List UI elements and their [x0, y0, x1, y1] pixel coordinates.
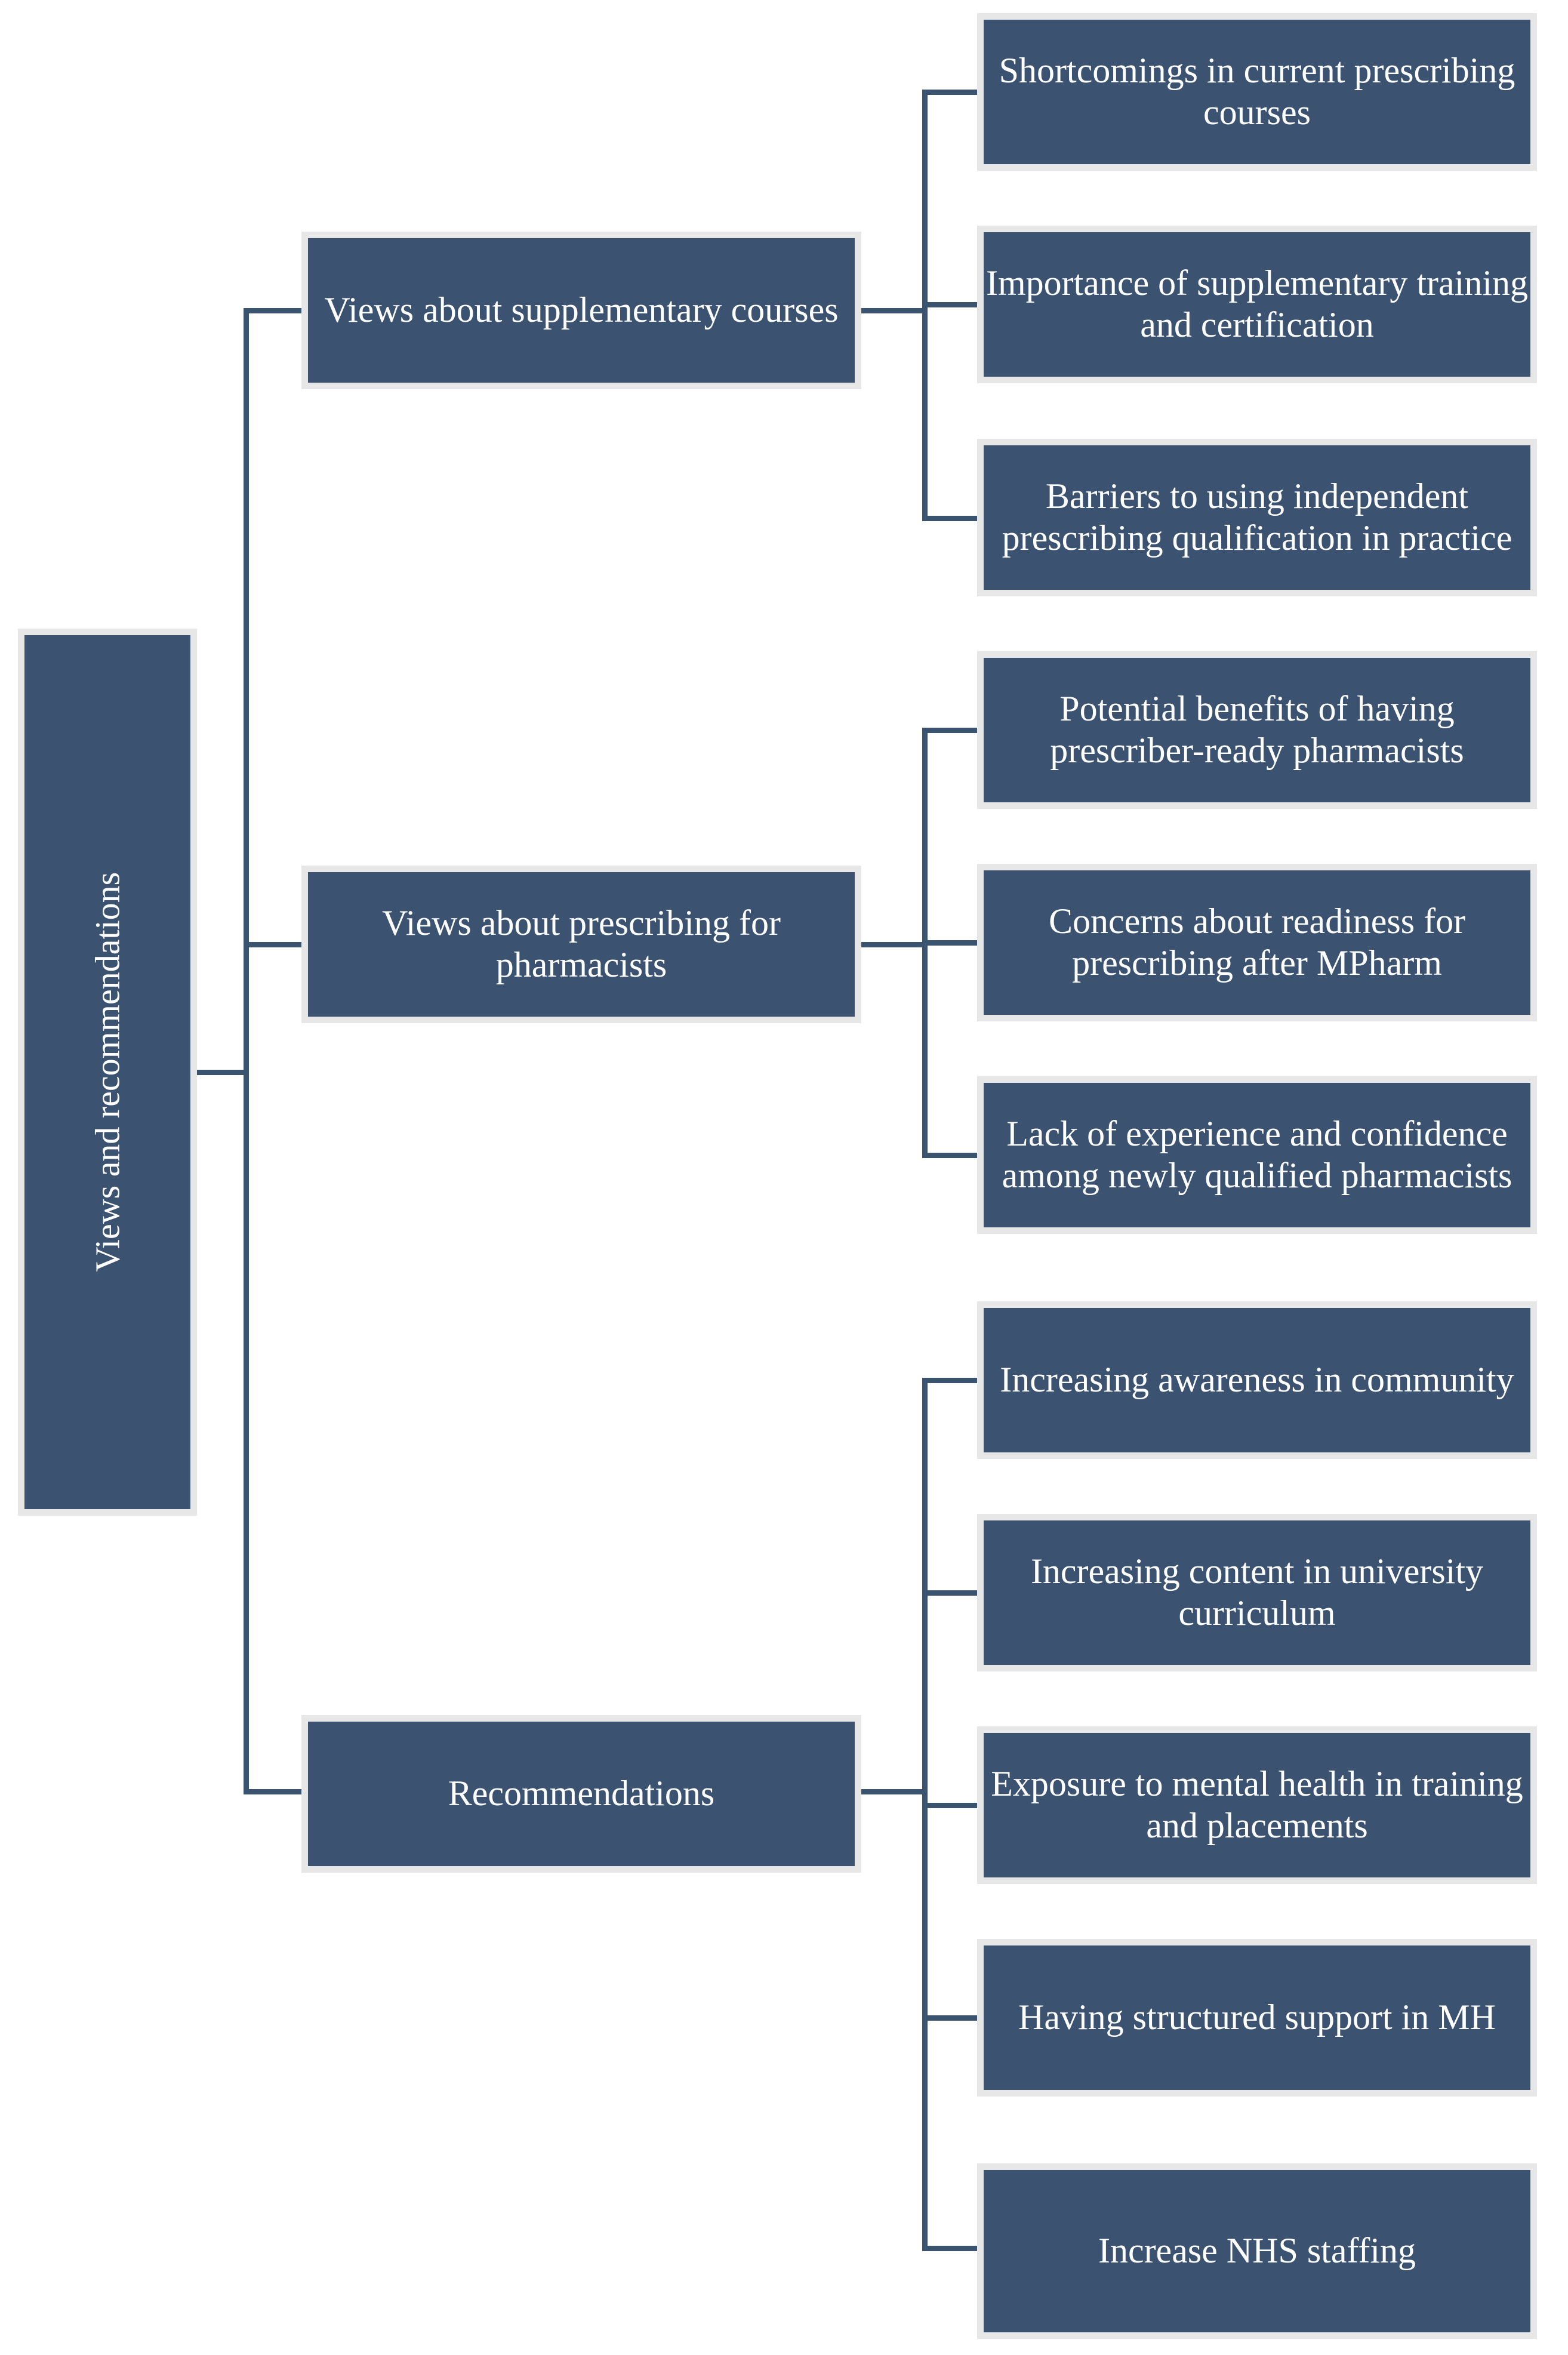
connector-to-branch-1: [244, 942, 306, 947]
connector-branch-2-child-1: [922, 1590, 982, 1596]
leaf-node-label: Shortcomings in current prescribing cour…: [999, 51, 1515, 132]
leaf-node-having-structured-support-in-mh[interactable]: Having structured support in MH: [977, 1939, 1537, 2097]
root-node-label: Views and recommendations: [88, 872, 127, 1272]
leaf-node-label: Importance of supplementary training and…: [985, 263, 1529, 344]
leaf-node-lack-of-experience-and-confidence-among-newly-qualified-pharmacists[interactable]: Lack of experience and confidence among …: [977, 1076, 1537, 1234]
leaf-node-exposure-to-mental-health-in-training-and-placements[interactable]: Exposure to mental health in training an…: [977, 1726, 1537, 1884]
connector-branch-2-child-3: [922, 2015, 982, 2021]
connector-branch-1-child-2: [922, 1153, 982, 1158]
connector-branch-0-child-0: [922, 90, 982, 95]
connector-branch-2-child-0: [922, 1378, 982, 1383]
leaf-node-label: Increasing content in university curricu…: [1030, 1551, 1484, 1633]
connector-branch-2-spine: [922, 1378, 928, 2251]
leaf-node-potential-benefits-of-having-prescriber-ready-pharmacists[interactable]: Potential benefits of having prescriber-…: [977, 651, 1537, 809]
leaf-node-label: Increasing awareness in community: [1000, 1360, 1514, 1400]
branch-node-label: Recommendations: [448, 1774, 715, 1814]
connector-branch-0-stub: [858, 308, 927, 313]
branch-node-views-about-supplementary-courses[interactable]: Views about supplementary courses: [301, 232, 861, 389]
connector-to-branch-0: [244, 308, 306, 313]
leaf-node-label: Lack of experience and confidence among …: [1002, 1114, 1512, 1195]
connector-branch-2-child-4: [922, 2246, 982, 2251]
leaf-node-label: Increase NHS staffing: [1098, 2231, 1416, 2271]
leaf-node-increasing-awareness-in-community[interactable]: Increasing awareness in community: [977, 1301, 1537, 1459]
leaf-node-label: Having structured support in MH: [1018, 1997, 1496, 2037]
leaf-node-importance-of-supplementary-training-and-certification[interactable]: Importance of supplementary training and…: [977, 226, 1537, 383]
leaf-node-label: Exposure to mental health in training an…: [991, 1764, 1523, 1845]
connector-branch-2-stub: [858, 1789, 927, 1794]
connector-to-branch-2: [244, 1789, 306, 1794]
leaf-node-increase-nhs-staffing[interactable]: Increase NHS staffing: [977, 2163, 1537, 2339]
branch-node-views-about-prescribing-for-pharmacists[interactable]: Views about prescribing for pharmacists: [301, 866, 861, 1023]
leaf-node-label: Barriers to using independent prescribin…: [1002, 476, 1512, 558]
connector-branch-1-child-1: [922, 940, 982, 946]
leaf-node-label: Potential benefits of having prescriber-…: [1050, 689, 1464, 770]
connector-branch-0-child-2: [922, 516, 982, 521]
branch-node-recommendations[interactable]: Recommendations: [301, 1715, 861, 1873]
leaf-node-barriers-to-using-independent-prescribing-qualification-in-practice[interactable]: Barriers to using independent prescribin…: [977, 439, 1537, 596]
branch-node-label: Views about prescribing for pharmacists: [382, 903, 781, 984]
connector-branch-1-child-0: [922, 728, 982, 733]
connector-branch-2-child-2: [922, 1803, 982, 1808]
leaf-node-concerns-about-readiness-for-prescribing-after-mpharm[interactable]: Concerns about readiness for prescribing…: [977, 864, 1537, 1021]
connector-root-stub: [196, 1070, 248, 1075]
connector-left-spine: [244, 308, 249, 1794]
connector-branch-0-child-1: [922, 302, 982, 307]
branch-node-label: Views about supplementary courses: [324, 290, 839, 330]
connector-branch-1-stub: [858, 942, 927, 947]
leaf-node-shortcomings-in-current-prescribing-courses[interactable]: Shortcomings in current prescribing cour…: [977, 13, 1537, 171]
root-node[interactable]: Views and recommendations: [18, 629, 197, 1516]
leaf-node-increasing-content-in-university-curriculum[interactable]: Increasing content in university curricu…: [977, 1514, 1537, 1671]
leaf-node-label: Concerns about readiness for prescribing…: [1048, 901, 1466, 983]
